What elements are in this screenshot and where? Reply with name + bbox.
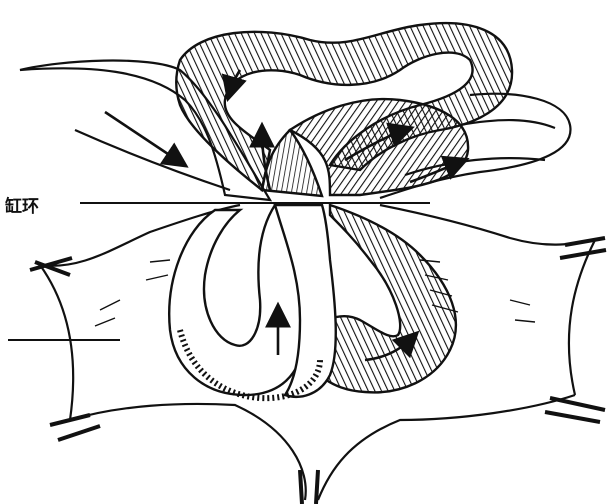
arrow-icon [105,112,180,162]
membrane-left-edge [30,258,72,275]
membrane-right-edge [560,238,606,258]
membrane-bottom-left [50,415,100,440]
bowel-lower-loops [169,205,456,398]
bowel-upper-loops [176,23,512,196]
ring-label: 缸环 [4,192,40,217]
